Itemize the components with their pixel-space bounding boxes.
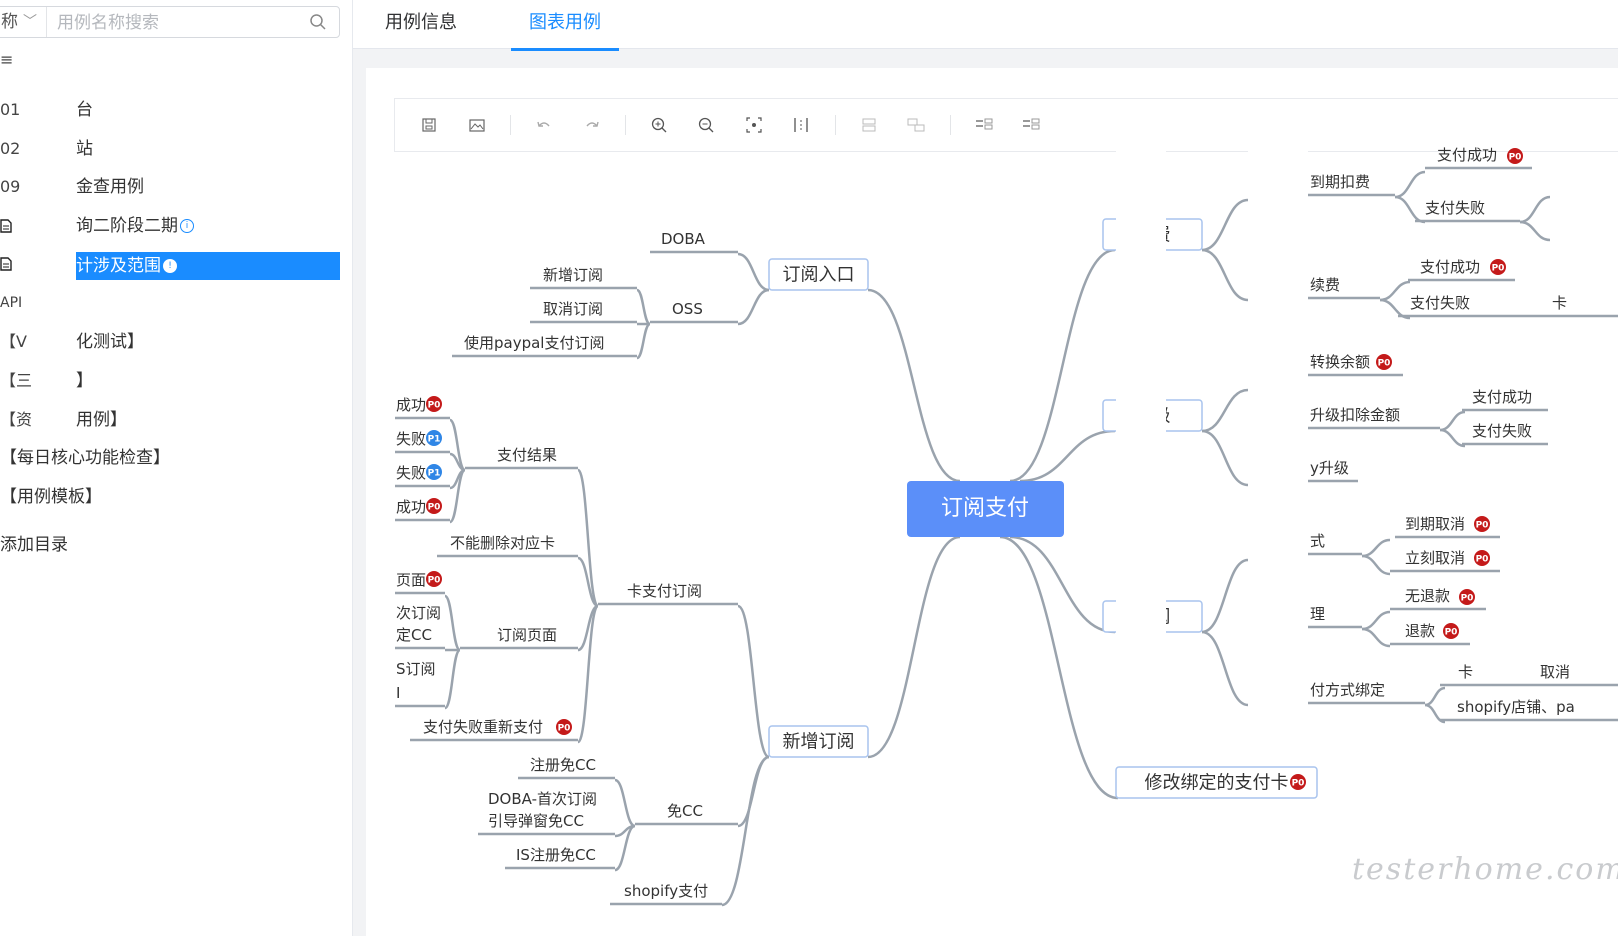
tree-item-label: 计涉及范围! (76, 252, 177, 280)
info-icon: i (180, 219, 194, 233)
tree-item-prefix: 09 (0, 177, 21, 196)
image-icon[interactable] (467, 115, 487, 135)
tree-item-label: 台 (76, 100, 93, 120)
search-input[interactable] (55, 7, 299, 39)
tree-item-prefix: 01 (0, 100, 21, 119)
add-child-icon[interactable] (859, 115, 879, 135)
tree-item-selected-icon-area[interactable] (0, 250, 76, 278)
tree-item-prefix: 【V (0, 332, 27, 351)
tree-item-label: 金查用例 (76, 177, 144, 197)
watermark: testerhome.com (1352, 852, 1618, 887)
tree-item-label: 【每日核心功能检查】 (0, 448, 170, 468)
expand-icon[interactable] (974, 115, 994, 135)
redo-icon[interactable] (582, 115, 602, 135)
tree-item-text: 询二阶段二期 (76, 216, 178, 236)
search-select-label: 称 (1, 12, 18, 32)
tree-item-label: 站 (76, 139, 93, 159)
tree-item-prefix: API (0, 295, 23, 311)
chevron-down-icon: ﹀ (23, 14, 37, 30)
tab-case-info[interactable]: 用例信息 (385, 12, 457, 33)
toolbar-divider (950, 115, 951, 135)
document-icon (0, 219, 12, 233)
toolbar-divider (510, 115, 511, 135)
tree-item-label: 】 (76, 371, 93, 391)
tab-bar: 用例信息 图表用例 (353, 0, 1618, 51)
search-field-select[interactable]: 称 ﹀ (0, 7, 47, 37)
zoom-out-icon[interactable] (696, 115, 716, 135)
search-bar: 称 ﹀ (0, 6, 340, 39)
tree-item-text: 计涉及范围 (76, 256, 161, 276)
tree-item-label: 用例】 (76, 410, 127, 430)
tree-item-prefix: 02 (0, 139, 21, 158)
search-icon[interactable] (309, 13, 327, 31)
add-sibling-icon[interactable] (906, 115, 926, 135)
toolbar-divider (835, 115, 836, 135)
zoom-in-icon[interactable] (649, 115, 669, 135)
tab-chart-cases[interactable]: 图表用例 (511, 0, 619, 51)
mindmap-toolbar (394, 98, 1618, 152)
toolbar-divider (625, 115, 626, 135)
tree-item-prefix: ≡ (0, 50, 14, 69)
fit-view-icon[interactable] (744, 115, 764, 135)
undo-icon[interactable] (534, 115, 554, 135)
info-icon: ! (163, 259, 177, 273)
tree-item-selected[interactable]: 计涉及范围! (76, 252, 340, 280)
add-directory-label: 添加目录 (0, 535, 68, 555)
chart-card (366, 68, 1618, 936)
tree-item-prefix: 【三 (0, 371, 33, 390)
document-icon (0, 257, 12, 271)
tree-item-label: 【用例模板】 (0, 487, 102, 507)
tree-item-label: 化测试】 (76, 332, 144, 352)
save-icon[interactable] (419, 115, 439, 135)
collapse-icon[interactable] (1021, 115, 1041, 135)
align-icon[interactable] (791, 115, 811, 135)
tree-item-prefix: 【资 (0, 410, 33, 429)
